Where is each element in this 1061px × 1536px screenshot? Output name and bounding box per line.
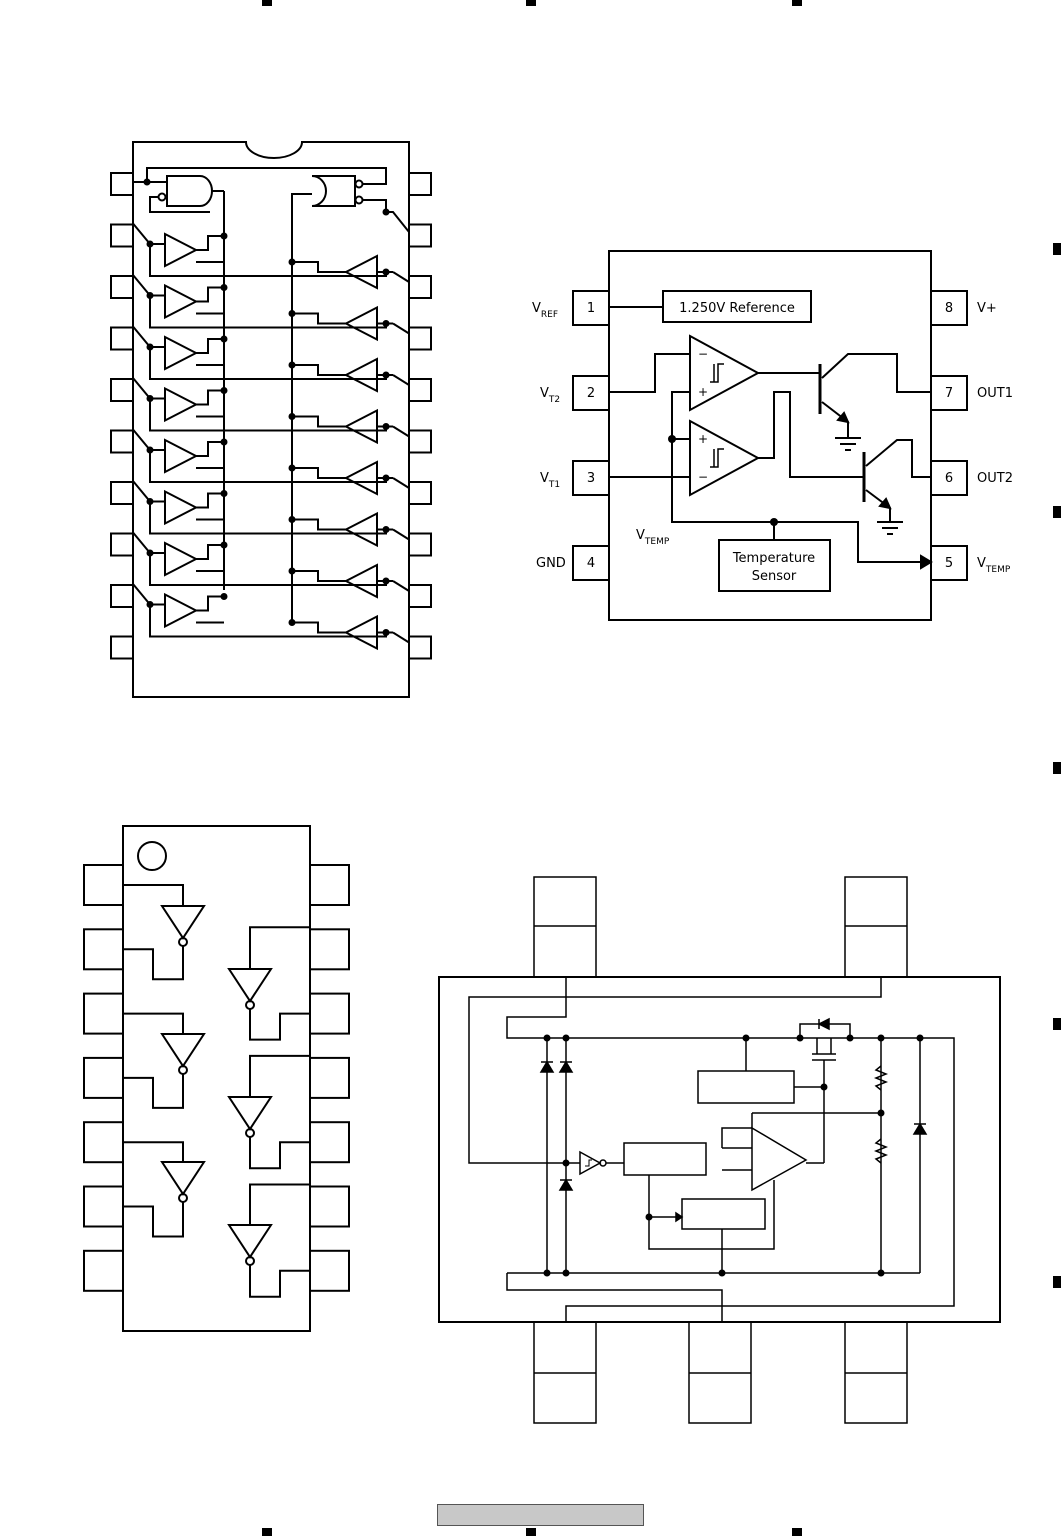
buffer-amp-left <box>164 335 199 371</box>
reg-error-amplifier <box>751 1126 808 1192</box>
buffer-pin-left <box>110 429 134 454</box>
pin-name-gnd: GND <box>536 556 566 571</box>
buffer-pin-right <box>408 378 432 402</box>
buffer-pin-right <box>408 275 432 299</box>
low-dropout-regulator-ic <box>438 876 1001 1424</box>
pin-number-4: 4 <box>587 556 595 571</box>
pin-number-5: 5 <box>945 556 953 571</box>
buffer-pin-left <box>110 532 134 557</box>
buffer-pin-right <box>408 635 432 660</box>
pin-4 <box>572 545 610 581</box>
pin-name-vref: VREF <box>532 301 558 320</box>
pin-number-3: 3 <box>587 471 595 486</box>
inverter-pin-right <box>309 1056 350 1099</box>
buffer-amp-left <box>164 541 199 577</box>
pin-number-7: 7 <box>945 386 953 401</box>
buffer-amp-left <box>164 592 199 629</box>
buffer-amp-left <box>164 489 199 526</box>
buffer-pin-left <box>110 584 134 608</box>
buffer-amp-left <box>164 232 199 268</box>
buffer-pin-left <box>110 275 134 299</box>
reg-pin-top-right <box>844 876 908 978</box>
comparator-1 <box>689 334 761 412</box>
pin-name-out1: OUT1 <box>977 386 1013 401</box>
temperature-label-2: Sensor <box>752 569 797 584</box>
reference-label: 1.250V Reference <box>679 301 795 316</box>
hex-inverter-ic <box>83 825 350 1332</box>
buffer-pin-left <box>110 326 134 351</box>
reg-block-logic <box>623 1142 707 1176</box>
pin-name-vplus: V+ <box>977 301 997 316</box>
pin-name-vt1: VT1 <box>540 471 560 490</box>
inverter-pin-right <box>309 928 350 971</box>
enable-gate-right <box>311 175 356 207</box>
octal-buffer-ic <box>110 141 432 698</box>
pin1-marker <box>137 841 167 871</box>
svg-text:−: − <box>698 470 708 484</box>
temperature-sensor-block <box>718 539 831 592</box>
pin-number-8: 8 <box>945 301 953 316</box>
inverter-pin-right <box>309 864 350 906</box>
buffer-amp-left <box>164 438 199 474</box>
left-pins <box>110 172 134 660</box>
buffer-pin-right <box>408 429 432 454</box>
buffer-pin-right <box>408 326 432 351</box>
buffer-pin-left <box>110 378 134 402</box>
buffer-pin-right <box>408 584 432 608</box>
pin-number-1: 1 <box>587 301 595 316</box>
buffer-pin-right <box>408 223 432 248</box>
pin-number-6: 6 <box>945 471 953 486</box>
inverter-pin-left <box>83 1249 124 1292</box>
buffer-pin-right <box>408 481 432 505</box>
buffer-amp-left <box>164 283 199 320</box>
reg-pin-top-left <box>533 876 597 978</box>
buffer-pin-right <box>408 172 432 196</box>
right-pins <box>408 172 432 660</box>
buffer-pin-right <box>408 532 432 557</box>
pin-name-out2: OUT2 <box>977 471 1013 486</box>
buffer-pin-left <box>110 223 134 248</box>
buffer-pin-left <box>110 481 134 505</box>
internal-vtemp-label: VTEMP <box>636 528 670 547</box>
svg-text:−: − <box>698 347 708 361</box>
pin-8 <box>930 290 968 326</box>
inverter-pin-right <box>309 1185 350 1228</box>
pin-name-vtemp: VTEMP <box>977 556 1011 575</box>
enable-gate-left <box>166 175 213 207</box>
svg-text:+: + <box>698 385 708 399</box>
svg-text:+: + <box>698 432 708 446</box>
comparator-2 <box>689 419 761 497</box>
pin-name-vt2: VT2 <box>540 386 560 405</box>
buffer-pin-left <box>110 172 134 196</box>
buffer-amp-left <box>164 386 199 423</box>
pin-number-2: 2 <box>587 386 595 401</box>
temperature-label-1: Temperature <box>732 551 815 566</box>
buffer-pin-left <box>110 635 134 660</box>
temperature-comparator-ic: − + + − <box>572 250 968 621</box>
registration-marks <box>262 0 1061 1536</box>
reg-block-control <box>681 1198 766 1230</box>
footer-bar <box>437 1504 644 1526</box>
